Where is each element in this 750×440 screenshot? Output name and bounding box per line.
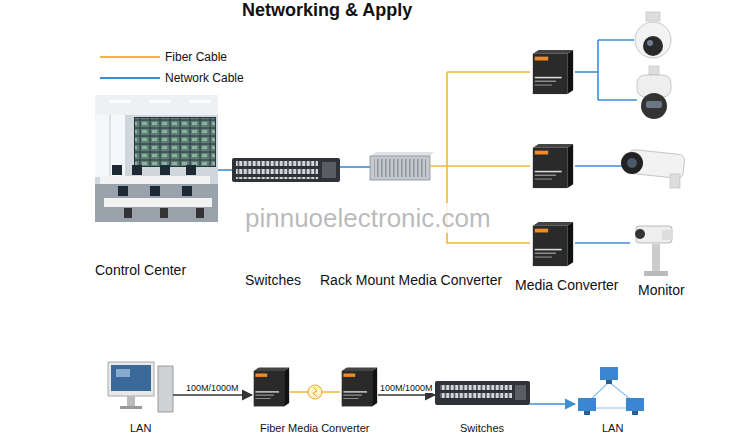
converter-icon	[533, 50, 573, 94]
control-room-photo	[95, 95, 218, 222]
cable-connector	[575, 242, 630, 244]
legend-text: Network Cable	[165, 70, 244, 86]
computer-icon	[108, 362, 173, 412]
legend-sample-line	[100, 56, 160, 58]
device-label: Switches	[245, 272, 301, 288]
converter-icon	[342, 368, 377, 407]
converter-icon	[254, 368, 289, 407]
switch-node: Switches	[435, 380, 530, 406]
lan-node: LAN	[575, 365, 650, 420]
media-converter-node: Media Converter	[530, 220, 575, 268]
label-text: Rack Mount Media Converter	[320, 272, 502, 288]
device-label: Fiber Media Converter	[260, 422, 369, 435]
fiber-wire	[447, 72, 530, 166]
switch-node: Switches	[232, 158, 340, 182]
device-label: LAN	[602, 422, 623, 435]
label-text: Control Center	[95, 262, 186, 278]
rack-converter-node: Rack Mount Media Converter	[370, 152, 430, 180]
legend-row: Network Cable	[100, 70, 260, 86]
device-label: Control Center	[95, 262, 186, 278]
ptz-camera	[637, 66, 671, 119]
device-label: Monitor	[638, 282, 685, 298]
converter-icon	[533, 144, 573, 188]
control-center: Control Center	[95, 95, 218, 222]
cable-connector	[340, 166, 370, 168]
network-wire	[575, 40, 637, 166]
legend-row: Fiber Cable	[100, 49, 260, 65]
legend-sample-line	[100, 77, 160, 79]
diagram-title: Networking & Apply	[242, 0, 412, 21]
device-label: Media Converter	[515, 277, 619, 293]
cable-connector	[378, 394, 435, 396]
fiber-converter-node: Fiber Media Converter	[252, 362, 378, 412]
speed-label: 100M/1000M	[379, 383, 434, 393]
label-text: Fiber Media Converter	[260, 422, 369, 435]
rack-chassis	[370, 152, 434, 180]
cable-connector	[218, 169, 232, 171]
label-text: LAN	[602, 422, 623, 435]
bullet-camera	[621, 149, 685, 188]
dome-camera	[635, 12, 671, 58]
label-text: Monitor	[638, 282, 685, 298]
label-text: Media Converter	[515, 277, 619, 293]
lan-cluster	[578, 367, 644, 415]
legend-text: Fiber Cable	[165, 49, 227, 65]
device-label: Switches	[460, 422, 504, 435]
converter-icon	[533, 222, 573, 266]
monitor-camera-node: Monitor	[630, 222, 680, 276]
cable-connector	[173, 394, 252, 396]
fiber-symbol	[308, 385, 322, 399]
lan-node: LAN	[108, 362, 173, 412]
label-text: Switches	[460, 422, 504, 435]
pole-camera	[635, 226, 672, 276]
cable-connector	[530, 403, 575, 405]
speed-label: 100M/1000M	[185, 383, 240, 393]
device-label: Rack Mount Media Converter	[320, 272, 502, 288]
device-label: LAN	[130, 422, 151, 435]
label-text: Switches	[245, 272, 301, 288]
watermark: pinnuoelectronic.com	[245, 203, 491, 233]
switch-device	[435, 381, 530, 405]
label-text: LAN	[130, 422, 151, 435]
switch-device	[232, 158, 340, 182]
